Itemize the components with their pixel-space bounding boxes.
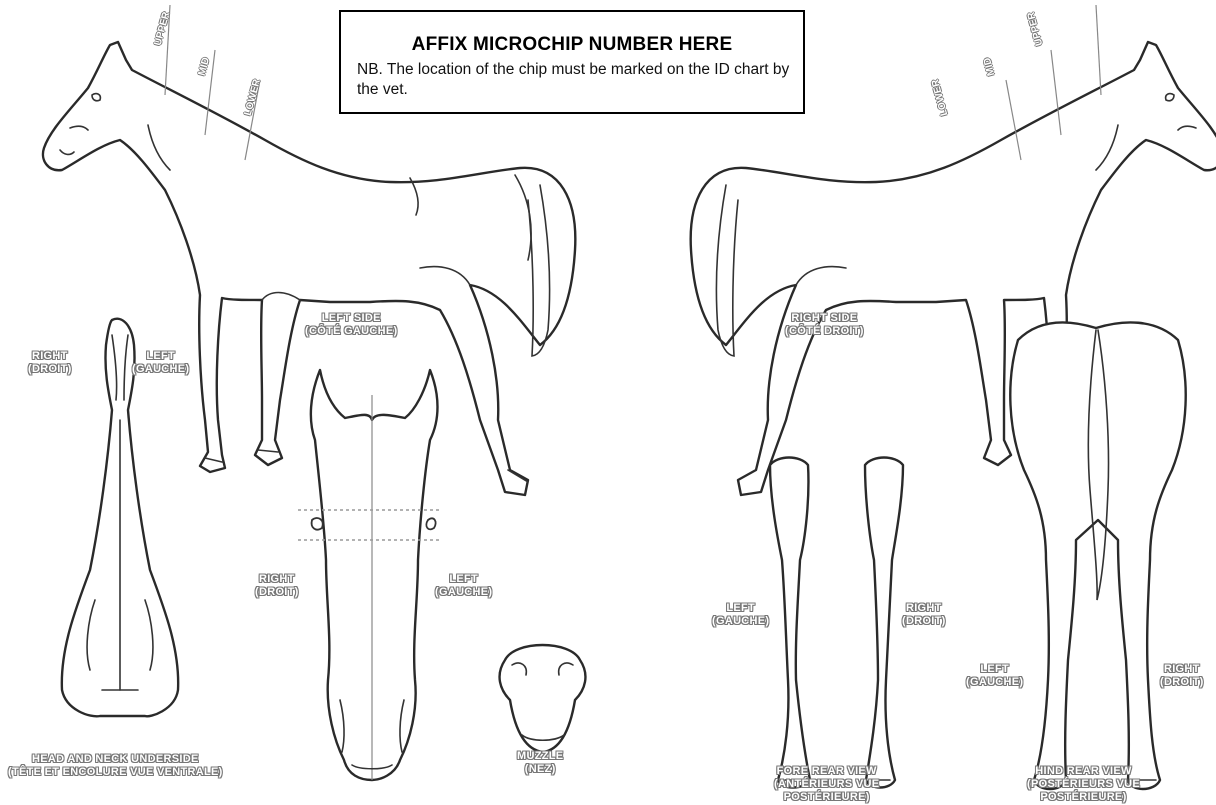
label-head-right: RIGHT(DROIT): [255, 573, 299, 599]
microchip-note: NB. The location of the chip must be mar…: [357, 60, 797, 100]
label-fore-right: RIGHT(DROIT): [902, 602, 946, 628]
label-fore-left: LEFT(GAUCHE): [712, 602, 769, 628]
caption-muzzle: MUZZLE(NEZ): [517, 750, 563, 776]
caption-underneck: HEAD AND NECK UNDERSIDE(TÊTE ET ENCOLURE…: [8, 753, 223, 779]
microchip-title: AFFIX MICROCHIP NUMBER HERE: [357, 34, 787, 56]
muzzle-drawing: [500, 645, 586, 752]
microchip-box: AFFIX MICROCHIP NUMBER HERE NB. The loca…: [339, 10, 805, 114]
label-underneck-left: LEFT(GAUCHE): [132, 350, 189, 376]
underneck-drawing: [62, 319, 178, 717]
label-hind-right: RIGHT(DROIT): [1160, 663, 1204, 689]
label-hind-left: LEFT(GAUCHE): [966, 663, 1023, 689]
label-underneck-right: RIGHT(DROIT): [28, 350, 72, 376]
label-head-left: LEFT(GAUCHE): [435, 573, 492, 599]
label-left-side: LEFT SIDE(CÔTÉ GAUCHE): [305, 312, 398, 338]
fore-legs-drawing: [770, 458, 903, 788]
label-right-side: RIGHT SIDE(CÔTÉ DROIT): [785, 312, 864, 338]
head-front-drawing: [298, 370, 440, 780]
hind-legs-drawing: [1010, 322, 1185, 789]
